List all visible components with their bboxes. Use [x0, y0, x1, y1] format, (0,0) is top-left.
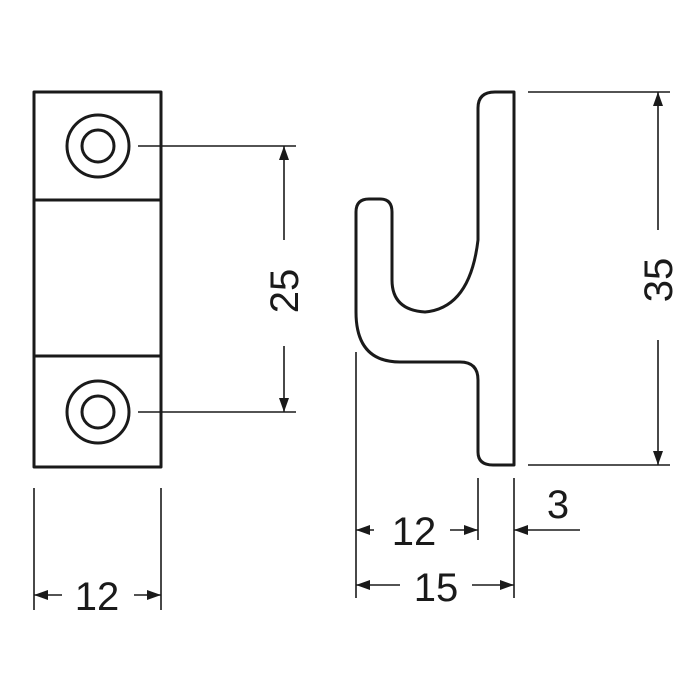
height-label: 35 [637, 258, 681, 303]
side-view [354, 90, 516, 467]
front-plate-outline [32, 90, 163, 469]
lower-mounting-hole [65, 379, 131, 445]
front-width-dimension: 12 [33, 488, 162, 619]
hole-spacing-label: 25 [263, 269, 307, 314]
front-width-label: 12 [75, 575, 120, 619]
total-depth-dimension: 15 [356, 566, 514, 610]
hook-projection-label: 12 [392, 510, 437, 554]
total-depth-label: 15 [414, 566, 459, 610]
height-dimension: 35 [528, 91, 681, 466]
hook-profile [354, 90, 516, 467]
upper-mounting-hole [65, 113, 131, 179]
hole-spacing-dimension: 25 [138, 145, 307, 413]
projection-thickness-dimensions: 12 3 [355, 352, 580, 598]
thickness-label: 3 [547, 483, 569, 527]
front-view [32, 90, 163, 469]
